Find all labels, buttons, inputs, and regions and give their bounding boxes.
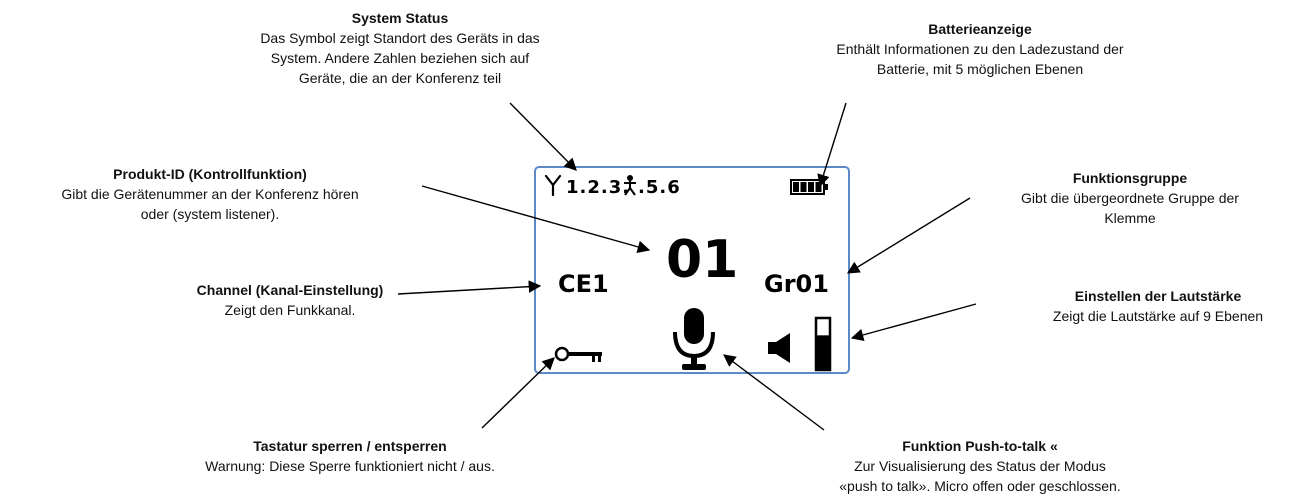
callout-text-line: Enthält Informationen zu den Ladezustand… <box>836 41 1124 57</box>
callout-text-line: Gibt die übergeordnete Gruppe der <box>1021 190 1239 206</box>
callout-title: Channel (Kanal-Einstellung) <box>196 282 384 298</box>
callout-text-line: System. Andere Zahlen beziehen sich auf <box>270 50 530 66</box>
callout-title: Einstellen der Lautstärke <box>1074 288 1242 304</box>
callout-keylock: Tastatur sperren / entsperren Warnung: D… <box>150 436 550 476</box>
device-display: 1.2.3. .5.6 01 CE1 Gr01 <box>534 166 850 374</box>
callout-text-line: Batterie, mit 5 möglichen Ebenen <box>876 61 1084 77</box>
system-numbers-end: .5.6 <box>638 177 681 198</box>
callout-title: Tastatur sperren / entsperren <box>253 438 447 454</box>
callout-volume: Einstellen der Lautstärke Zeigt die Laut… <box>1004 286 1312 326</box>
callout-battery: Batterieanzeige Enthält Informationen zu… <box>770 19 1190 79</box>
callout-text-line: Zur Visualisierung des Status der Modus <box>854 458 1106 474</box>
arrow-system-status <box>509 102 577 171</box>
arrow-push-to-talk <box>722 354 825 431</box>
group-value: Gr01 <box>764 270 829 298</box>
system-numbers: 1.2.3. <box>566 177 631 198</box>
arrow-volume <box>850 303 977 342</box>
microphone-icon <box>673 308 715 370</box>
callout-text-line: oder (system listener). <box>140 206 280 222</box>
callout-product-id: Produkt-ID (Kontrollfunktion) Gibt die G… <box>0 164 420 224</box>
arrow-function-group <box>846 197 971 274</box>
callout-title: Produkt-ID (Kontrollfunktion) <box>113 166 307 182</box>
channel-value: CE1 <box>558 270 609 298</box>
product-id-value: 01 <box>666 230 739 290</box>
arrow-keylock <box>481 357 555 429</box>
callout-title: System Status <box>351 10 449 26</box>
speaker-icon <box>768 333 790 363</box>
callout-text-line: Warnung: Diese Sperre funktioniert nicht… <box>205 458 495 474</box>
callout-text-line: Zeigt die Lautstärke auf 9 Ebenen <box>1052 308 1264 324</box>
battery-cell <box>793 182 799 192</box>
callout-function-group: Funktionsgruppe Gibt die übergeordnete G… <box>960 168 1300 228</box>
key-icon <box>554 346 602 362</box>
battery-cell <box>800 182 807 192</box>
volume-bar-icon <box>814 316 832 372</box>
callout-text-line: Zeigt den Funkkanal. <box>224 302 356 318</box>
callout-text-line: «push to talk». Micro offen oder geschlo… <box>839 478 1121 494</box>
callout-channel: Channel (Kanal-Einstellung) Zeigt den Fu… <box>100 280 480 320</box>
callout-push-to-talk: Funktion Push-to-talk « Zur Visualisieru… <box>760 436 1200 496</box>
antenna-icon <box>544 174 562 196</box>
callout-text-line: Das Symbol zeigt Standort des Geräts in … <box>260 30 540 46</box>
callout-title: Batterieanzeige <box>928 21 1032 37</box>
arrow-channel <box>397 280 542 295</box>
callout-text-line: Gibt die Gerätenummer an der Konferenz h… <box>61 186 359 202</box>
callout-text-line: Geräte, die an der Konferenz teil <box>298 70 502 86</box>
callout-title: Funktionsgruppe <box>1072 170 1188 186</box>
callout-text-line: Klemme <box>1104 210 1156 226</box>
battery-cell <box>808 182 814 192</box>
person-icon <box>624 175 636 196</box>
arrow-battery <box>817 102 847 188</box>
callout-system-status: System Status Das Symbol zeigt Standort … <box>190 8 610 88</box>
callout-title: Funktion Push-to-talk « <box>902 438 1058 454</box>
arrow-product-id <box>421 185 651 253</box>
